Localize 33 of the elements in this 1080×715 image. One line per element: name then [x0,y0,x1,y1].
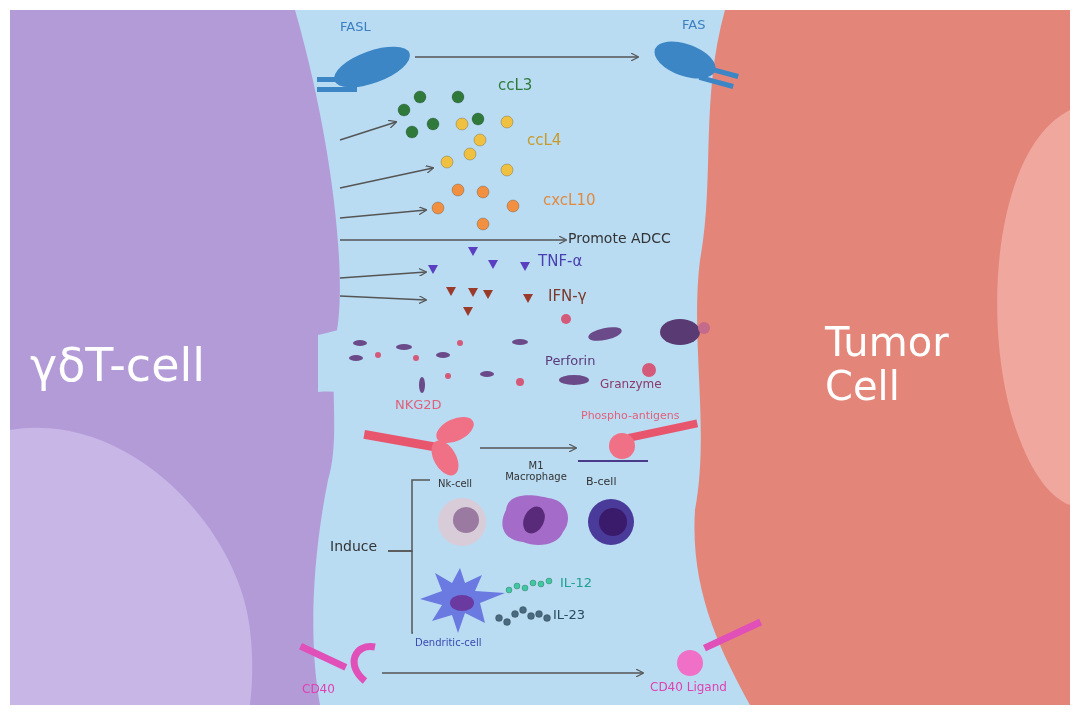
molecule-label: FAS [682,18,706,33]
cell-label: M1 Macrophage [504,460,568,482]
molecule-label: FASL [340,20,371,35]
molecule-label: Granzyme [600,378,662,392]
cytokine-label: IL-23 [553,608,586,623]
chemokine-label: ccL4 [527,132,562,149]
process-label: Promote ADCC [568,231,671,247]
arrow [381,668,645,678]
arrow [339,235,568,245]
arrow [479,443,578,453]
arrow [339,295,428,305]
cell-label: Dendritic-cell [415,637,482,648]
cell-label: B-cell [586,476,617,489]
chemokine-label: cxcL10 [543,192,596,209]
ligand-label: CD40 Ligand [650,681,727,695]
arrow [339,206,428,219]
cytokine-label: TNF-α [538,253,583,270]
chemokine-label: ccL3 [498,77,533,94]
cell-label: Nk-cell [438,478,473,489]
arrow [339,267,428,279]
arrow [339,119,398,141]
cell-label: Tumor Cell [825,320,950,408]
cytokine-label: IFN-γ [548,288,587,305]
antigen-label: Phospho-antigens [581,410,680,423]
cytokine-label: IL-12 [560,576,593,591]
receptor-label: NKG2D [395,398,442,413]
cell-label: γδT-cell [30,340,205,391]
bracket-line [387,550,414,634]
molecule-label: Perforin [545,354,596,369]
arrow [339,165,435,189]
receptor-label: CD40 [302,683,335,697]
arrow [414,52,640,62]
process-label: Induce [330,539,378,555]
